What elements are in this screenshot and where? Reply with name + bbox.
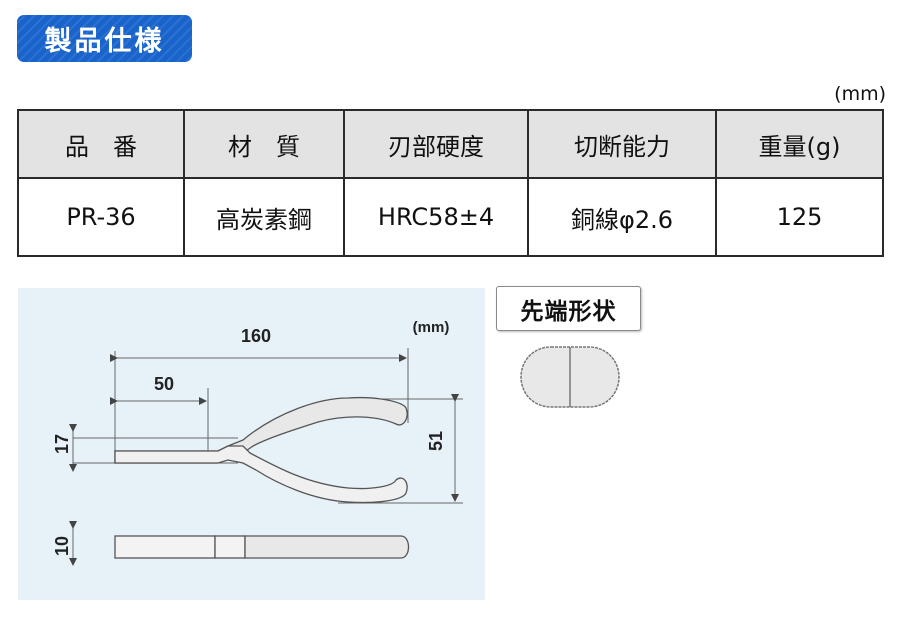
dim-overall-length: 160 [241,326,271,346]
header-blade-hardness: 刃部硬度 [343,109,529,179]
table-header-row: 品 番 材 質 刃部硬度 切断能力 重量(g) [17,109,884,179]
cell-blade-hardness: HRC58±4 [343,177,529,257]
table-unit-label: (mm) [834,83,886,105]
dim-thickness: 10 [52,536,72,556]
dim-jaw-width: 17 [52,434,72,454]
dim-handle-span: 51 [426,431,446,451]
spec-table: 品 番 材 質 刃部硬度 切断能力 重量(g) PR-36 高炭素鋼 HRC58… [17,109,884,257]
header-weight: 重量(g) [715,109,884,179]
header-part-number: 品 番 [17,109,185,179]
cell-weight: 125 [715,177,884,257]
diagram-unit-label: (mm) [413,319,450,336]
cell-material: 高炭素鋼 [183,177,345,257]
cell-part-number: PR-36 [17,177,185,257]
tip-shape-icon [520,346,620,408]
dim-jaw-length: 50 [154,374,174,394]
cell-cutting-capacity: 銅線φ2.6 [527,177,717,257]
section-title-badge: 製品仕様 [17,15,192,62]
tip-shape-label: 先端形状 [496,286,641,331]
header-material: 材 質 [183,109,345,179]
pliers-drawing: (mm) 160 50 17 51 10 [52,319,463,566]
header-cutting-capacity: 切断能力 [527,109,717,179]
pliers-dimension-diagram: (mm) 160 50 17 51 10 [18,288,485,600]
table-row: PR-36 高炭素鋼 HRC58±4 銅線φ2.6 125 [17,177,884,257]
